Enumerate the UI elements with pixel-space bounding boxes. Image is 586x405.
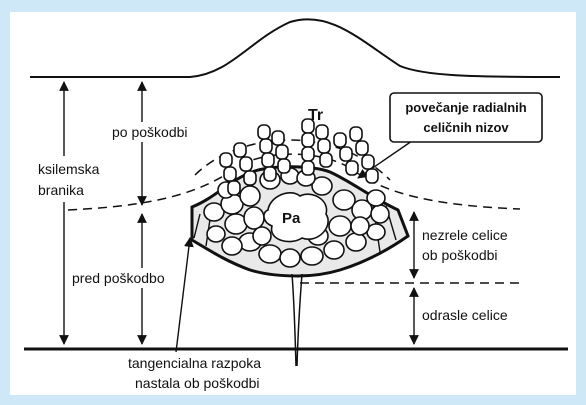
label-xylem-ring-1: ksilemska [38,161,100,177]
radial-chain-cell [334,133,346,147]
bark-bulge-line [30,19,560,77]
label-fissure-2: nastala ob poškodbi [135,375,260,391]
label-mature: odrasle celice [422,307,508,323]
label-before-injury: pred poškodbo [72,270,165,286]
fissure-pointer [176,238,190,352]
label-immature-1: nezrele celice [422,227,508,243]
callus-cell [367,190,385,206]
radial-chain-cell [362,155,374,169]
callus-cell [371,205,389,223]
radial-chain-cell [234,143,246,157]
callus-cell [280,249,300,267]
radial-chain-cell [316,125,328,139]
radial-chain-cell [302,133,314,147]
radial-chain-cell [258,125,270,139]
radial-chain-cell [350,127,362,141]
radial-chain-cell [244,171,256,185]
radial-chain-cell [366,169,378,183]
label-xylem-ring-2: branika [38,182,84,198]
label-fissure-1: tangencialna razpoka [128,355,261,371]
radial-chain-cell [318,139,330,153]
crack-line [292,274,302,366]
radial-chain-cell [224,167,236,181]
radial-chain-cell [240,157,252,171]
callus-cell [222,237,242,255]
callus-cell [240,186,260,206]
radial-chain-cell [356,141,368,155]
callus-cell [324,241,344,259]
radial-chain-cell [228,181,240,195]
radial-chain-cell [346,161,358,175]
radial-chain-cell [220,153,232,167]
callus-cell [207,226,225,242]
radial-chain-cell [264,167,276,181]
radial-chain-cell [260,139,272,153]
radial-chain-cell [340,147,352,161]
radial-chain-cell [278,159,290,173]
radial-chain-cell [272,131,284,145]
callus-cell [351,217,369,235]
radial-chain-cell [302,147,314,161]
callout-text-1: povečanje radialnih [405,100,526,115]
callout-text-2: celičnih nizov [423,120,509,135]
callus-cell [301,247,323,265]
radial-chain-cell [276,145,288,159]
label-after-injury: po poškodbi [112,124,188,140]
radial-chain-cell [302,161,314,175]
radial-chain-cell [262,153,274,167]
callus-cell [329,216,351,236]
callus-cell [253,227,271,245]
callus-cell [259,245,281,263]
callus-cell [346,233,366,251]
callus-cell [244,207,264,229]
label-pa: Pa [282,210,301,227]
label-tr: Tr [308,107,323,124]
label-immature-2: ob poškodbi [422,247,498,263]
radial-chain-cell [320,153,332,167]
